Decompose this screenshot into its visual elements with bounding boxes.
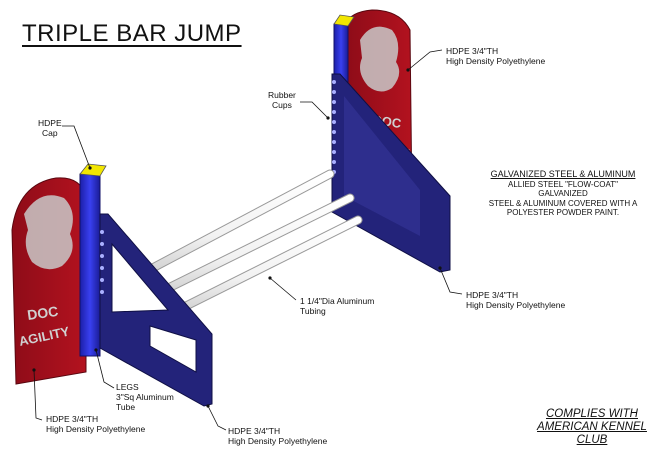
label-line: High Density Polyethylene xyxy=(46,424,146,434)
material-heading: GALVANIZED STEEL & ALUMINUM xyxy=(490,169,636,179)
label-line: Cups xyxy=(272,100,292,110)
label-line: HDPE 3/4"TH xyxy=(446,46,499,56)
page-title: TRIPLE BAR JUMP xyxy=(22,20,242,47)
material-line: GALVANIZED xyxy=(538,189,588,198)
material-spec: GALVANIZED STEEL & ALUMINUM ALLIED STEEL… xyxy=(478,169,648,218)
label-line: High Density Polyethylene xyxy=(228,436,328,446)
label-rubber-cups: Rubber Cups xyxy=(268,90,296,110)
label-line: HDPE 3/4"TH xyxy=(228,426,281,436)
label-line: Tubing xyxy=(300,306,326,316)
material-line: POLYESTER POWDER PAINT. xyxy=(506,208,620,217)
label-line: Cap xyxy=(42,128,58,138)
right-wolf-logo xyxy=(360,26,400,92)
compliance-line: CLUB xyxy=(576,434,608,446)
label-hdpe-bottom-mid: HDPE 3/4"TH High Density Polyethylene xyxy=(228,426,327,446)
akc-compliance-note: COMPLIES WITH AMERICAN KENNEL CLUB xyxy=(522,408,662,447)
left-panel-logo-line1: DOC xyxy=(26,303,59,323)
leader-dots xyxy=(32,68,442,408)
label-line: LEGS xyxy=(116,382,139,392)
compliance-line: AMERICAN KENNEL xyxy=(537,421,647,433)
label-line: HDPE xyxy=(38,118,62,128)
label-line: 3"Sq Aluminum xyxy=(116,392,174,402)
label-line: Rubber xyxy=(268,90,296,100)
label-line: Tube xyxy=(116,402,136,412)
label-line: HDPE 3/4"TH xyxy=(466,290,519,300)
label-legs: LEGS 3"Sq Aluminum Tube xyxy=(116,382,174,412)
left-cap xyxy=(79,163,107,177)
label-hdpe-bottom-left: HDPE 3/4"TH High Density Polyethylene xyxy=(46,414,145,434)
label-hdpe-cap: HDPE Cap xyxy=(38,118,62,138)
right-cap xyxy=(333,14,355,27)
label-line: High Density Polyethylene xyxy=(446,56,546,66)
material-line: STEEL & ALUMINUM COVERED WITH A xyxy=(488,198,638,208)
label-hdpe-top-right: HDPE 3/4"TH High Density Polyethylene xyxy=(446,46,545,66)
right-standard: DOC AGILITY xyxy=(331,9,451,273)
left-rubber-cups xyxy=(100,230,104,294)
label-line: 1 1/4"Dia Aluminum xyxy=(300,296,375,306)
left-standard: DOC AGILITY xyxy=(11,163,213,407)
compliance-line: COMPLIES WITH xyxy=(545,408,638,420)
leader-lines xyxy=(33,49,463,431)
left-wolf-logo xyxy=(24,195,73,270)
material-line: ALLIED STEEL "FLOW-COAT" xyxy=(508,179,618,189)
label-hdpe-mid-right: HDPE 3/4"TH High Density Polyethylene xyxy=(466,290,565,310)
label-line: HDPE 3/4"TH xyxy=(46,414,99,424)
label-tubing: 1 1/4"Dia Aluminum Tubing xyxy=(300,296,374,316)
left-leg xyxy=(79,173,101,357)
label-line: High Density Polyethylene xyxy=(466,300,566,310)
